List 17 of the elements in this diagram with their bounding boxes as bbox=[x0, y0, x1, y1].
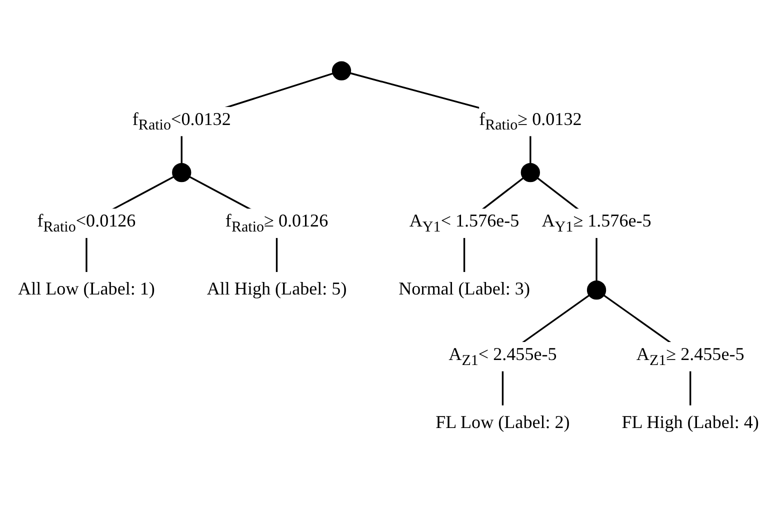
edge-label: f$_{Ratio}$≥ 0.0132 bbox=[479, 110, 582, 134]
node-text: Normal (Label: 3) bbox=[398, 280, 530, 300]
edge-label: f$_{Ratio}$<0.0132 bbox=[132, 110, 231, 134]
node-circle bbox=[332, 61, 352, 80]
node-text: FL Low (Label: 2) bbox=[436, 413, 570, 432]
node-text: All Low (Label: 1) bbox=[18, 280, 155, 300]
node-text: All High (Label: 5) bbox=[206, 280, 347, 300]
edge-label: A$_{Y1}$≥ 1.576e-5 bbox=[542, 212, 652, 235]
node-text: FL High (Label: 4) bbox=[622, 413, 759, 432]
edge-label: f$_{Ratio}$≥ 0.0126 bbox=[225, 212, 328, 235]
edge-label: A$_{Z1}$< 2.455e-5 bbox=[448, 345, 557, 368]
edge-label: A$_{Z1}$≥ 2.455e-5 bbox=[636, 345, 744, 368]
edge-label: f$_{Ratio}$<0.0126 bbox=[37, 212, 136, 235]
node-circle bbox=[172, 162, 192, 182]
node-circle bbox=[520, 162, 540, 182]
edge-label: A$_{Y1}$< 1.576e-5 bbox=[409, 212, 520, 235]
node-circle bbox=[586, 280, 606, 300]
